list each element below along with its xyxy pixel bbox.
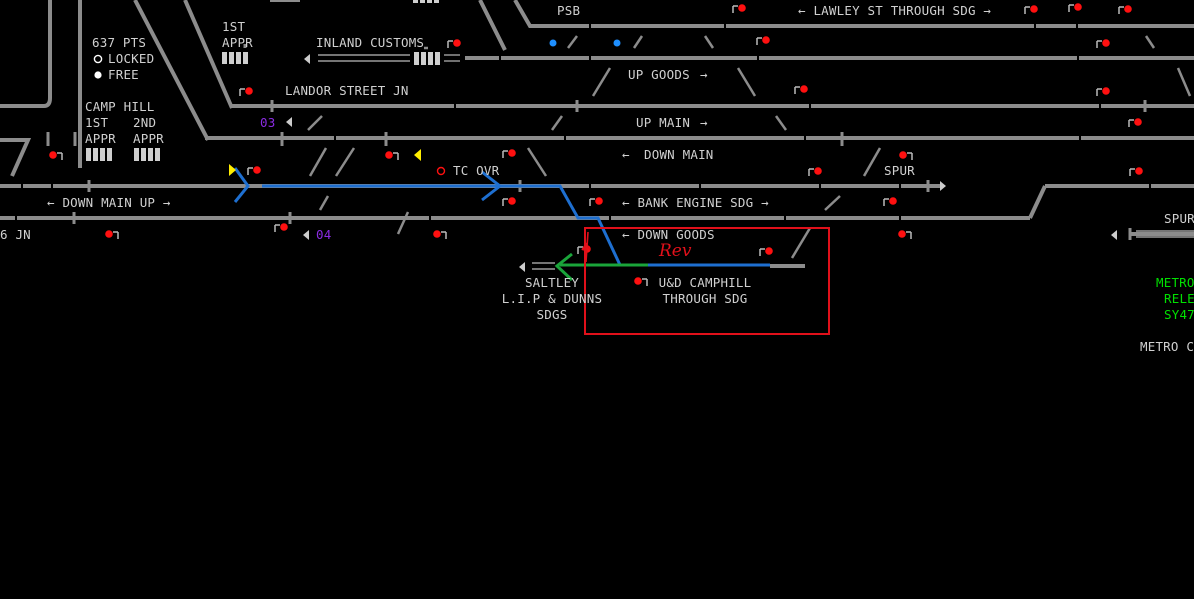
label-down-main-up-text: DOWN MAIN UP [62, 195, 156, 210]
label-spur-top: SPUR [884, 163, 915, 178]
legend-free: FREE [108, 67, 139, 82]
label-up-goods: UP GOODS [628, 67, 690, 82]
label-lip-dunns: L.I.P & DUNNS [501, 291, 603, 306]
label-jn-left: 6 JN [0, 227, 31, 242]
label-down-goods: ← DOWN GOODS [622, 227, 715, 242]
signals [48, 2, 1144, 287]
label-through-sdg: THROUGH SDG [662, 291, 748, 306]
arrow-right-icon: → [700, 67, 708, 82]
label-down-main-up: ← DOWN MAIN UP → [47, 195, 171, 210]
label-spur-right: SPUR [1164, 211, 1194, 226]
label-camp-hill: CAMP HILL [85, 99, 155, 114]
lever-blocks [86, 0, 440, 161]
ground-frame-label: 637 PTS [92, 35, 147, 50]
label-tc-ovr: TC OVR [453, 163, 500, 178]
berth-04[interactable]: 04 [316, 227, 332, 242]
label-1st-appr-b: APPR [85, 131, 116, 146]
inland-customs-stub [318, 54, 1194, 270]
arrow-right-icon: → [700, 115, 708, 130]
indicator-dots [549, 39, 621, 47]
label-up-main: UP MAIN [636, 115, 691, 130]
label-lawley-text: LAWLEY ST THROUGH SDG [813, 3, 976, 18]
route-green [554, 252, 648, 282]
label-sy47: SY47 [1164, 307, 1194, 322]
label-psb: PSB [557, 3, 581, 18]
label-down-main: DOWN MAIN [644, 147, 714, 162]
label-saltley: SALTLEY [524, 275, 580, 290]
label-1st-top: 1ST [222, 19, 246, 34]
free-indicator [94, 71, 102, 79]
label-metro: METRO [1156, 275, 1194, 290]
arrow-left-icon: ← [622, 147, 630, 162]
label-inland-customs: INLAND CUSTOMS [316, 35, 425, 50]
label-sdgs: SDGS [536, 307, 568, 322]
track-gaps [15, 22, 1151, 222]
locked-indicator [93, 54, 103, 64]
direction-arrows [286, 54, 1117, 272]
label-lawley: ← LAWLEY ST THROUGH SDG → [798, 3, 992, 18]
label-bank-engine-text: BANK ENGINE SDG [637, 195, 754, 210]
track-layout [0, 0, 1194, 268]
legend-locked: LOCKED [108, 51, 155, 66]
berth-03[interactable]: 03 [260, 115, 276, 130]
label-down-goods-text: DOWN GOODS [637, 227, 715, 242]
warning-markers [229, 149, 421, 176]
label-rele: RELE [1164, 291, 1194, 306]
tc-ovr-marker [436, 166, 446, 176]
label-2nd-appr-b: APPR [133, 131, 164, 146]
label-metro-c: METRO C [1140, 339, 1194, 354]
rev-annotation: Rev [659, 241, 692, 261]
label-2nd-appr: 2ND [133, 115, 157, 130]
crossovers [307, 35, 1192, 259]
label-ud-camphill: U&D CAMPHILL [658, 275, 752, 290]
label-1st-appr: 1ST [85, 115, 109, 130]
label-bank-engine: ← BANK ENGINE SDG → [622, 195, 769, 210]
joint-ticks [46, 44, 1147, 240]
label-appr-top: APPR [222, 35, 253, 50]
annotation-box [581, 227, 830, 335]
label-landor: LANDOR STREET JN [285, 83, 409, 98]
